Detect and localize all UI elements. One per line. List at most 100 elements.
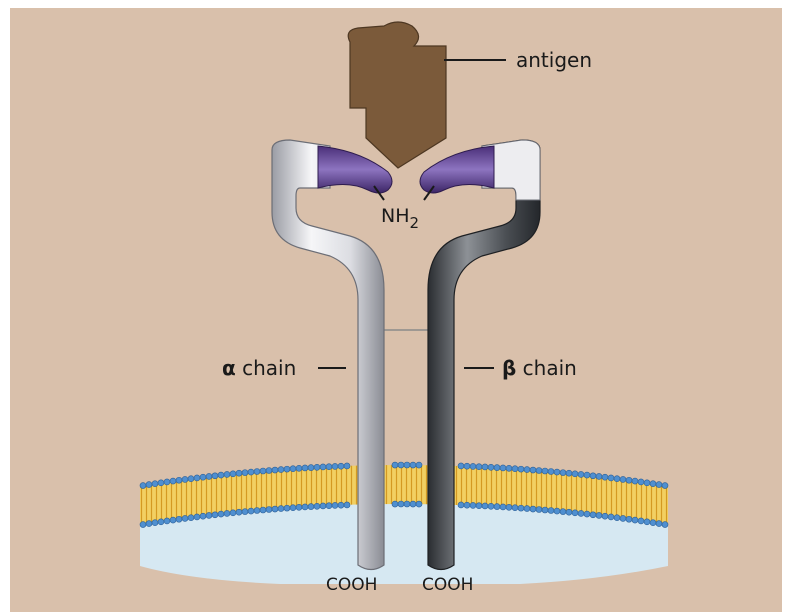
lipid-head (506, 465, 512, 471)
lipid-head (272, 467, 278, 473)
nh2-subscript: 2 (410, 214, 420, 232)
lipid-head (182, 515, 188, 521)
cooh-left-label: COOH (326, 575, 377, 595)
lipid-head (224, 471, 230, 477)
lipid-head (482, 464, 488, 470)
lipid-head (290, 505, 296, 511)
lipid-head (266, 506, 272, 512)
lipid-head (566, 509, 572, 515)
lipid-head (272, 506, 278, 512)
lipid-head (632, 478, 638, 484)
lipid-head (572, 471, 578, 477)
lipid-head (410, 501, 416, 507)
lipid-head (344, 463, 350, 469)
lipid-head (320, 503, 326, 509)
lipid-head (494, 465, 500, 471)
lipid-head (638, 479, 644, 485)
lipid-head (158, 519, 164, 525)
lipid-head (536, 506, 542, 512)
lipid-head (332, 502, 338, 508)
lipid-head (542, 468, 548, 474)
beta-chain-label: β chain (502, 356, 577, 380)
lipid-head (626, 477, 632, 483)
lipid-head (488, 503, 494, 509)
lipid-head (416, 501, 422, 507)
lipid-head (212, 473, 218, 479)
lipid-head (524, 467, 530, 473)
lipid-head (320, 464, 326, 470)
lipid-head (560, 470, 566, 476)
lipid-head (476, 503, 482, 509)
lipid-head (590, 473, 596, 479)
lipid-head (230, 471, 236, 477)
lipid-head (512, 466, 518, 472)
lipid-head (662, 483, 668, 489)
lipid-head (620, 515, 626, 521)
lipid-head (206, 512, 212, 518)
lipid-head (578, 510, 584, 516)
lipid-head (284, 505, 290, 511)
lipid-head (296, 465, 302, 471)
lipid-head (392, 501, 398, 507)
lipid-head (248, 469, 254, 475)
lipid-head (602, 513, 608, 519)
lipid-head (464, 463, 470, 469)
lipid-head (470, 502, 476, 508)
lipid-head (188, 476, 194, 482)
lipid-head (392, 462, 398, 468)
lipid-head (398, 501, 404, 507)
lipid-head (572, 510, 578, 516)
lipid-head (290, 466, 296, 472)
lipid-head (206, 473, 212, 479)
lipid-head (614, 476, 620, 482)
lipid-head (308, 465, 314, 471)
lipid-head (236, 470, 242, 476)
lipid-head (542, 507, 548, 513)
lipid-head (344, 502, 350, 508)
lipid-head (308, 504, 314, 510)
lipid-head (458, 463, 464, 469)
nh2-main: NH (381, 205, 410, 227)
lipid-head (602, 474, 608, 480)
lipid-head (494, 504, 500, 510)
alpha-chain-text: chain (236, 356, 297, 380)
lipid-head (554, 469, 560, 475)
lipid-head (650, 520, 656, 526)
lipid-head (164, 518, 170, 524)
lipid-head (158, 480, 164, 486)
lipid-head (254, 469, 260, 475)
lipid-head (194, 514, 200, 520)
lipid-head (518, 466, 524, 472)
beta-symbol: β (502, 356, 516, 380)
lipid-head (152, 481, 158, 487)
lipid-head (548, 508, 554, 514)
lipid-head (584, 472, 590, 478)
lipid-head (518, 505, 524, 511)
lipid-head (314, 464, 320, 470)
lipid-head (614, 515, 620, 521)
lipid-head (656, 482, 662, 488)
lipid-head (578, 471, 584, 477)
lipid-head (200, 474, 206, 480)
lipid-head (254, 508, 260, 514)
lipid-head (194, 475, 200, 481)
lipid-head (176, 477, 182, 483)
lipid-head (170, 517, 176, 523)
lipid-head (218, 472, 224, 478)
lipid-head (332, 463, 338, 469)
alpha-chain-label: α chain (222, 356, 296, 380)
lipid-head (530, 467, 536, 473)
lipid-head (500, 465, 506, 471)
lipid-head (416, 462, 422, 468)
lipid-head (650, 481, 656, 487)
lipid-head (488, 464, 494, 470)
lipid-head (170, 478, 176, 484)
lipid-head (242, 509, 248, 515)
lipid-head (596, 473, 602, 479)
lipid-head (566, 470, 572, 476)
lipid-head (506, 504, 512, 510)
lipid-head (146, 482, 152, 488)
lipid-head (146, 521, 152, 527)
lipid-head (338, 502, 344, 508)
